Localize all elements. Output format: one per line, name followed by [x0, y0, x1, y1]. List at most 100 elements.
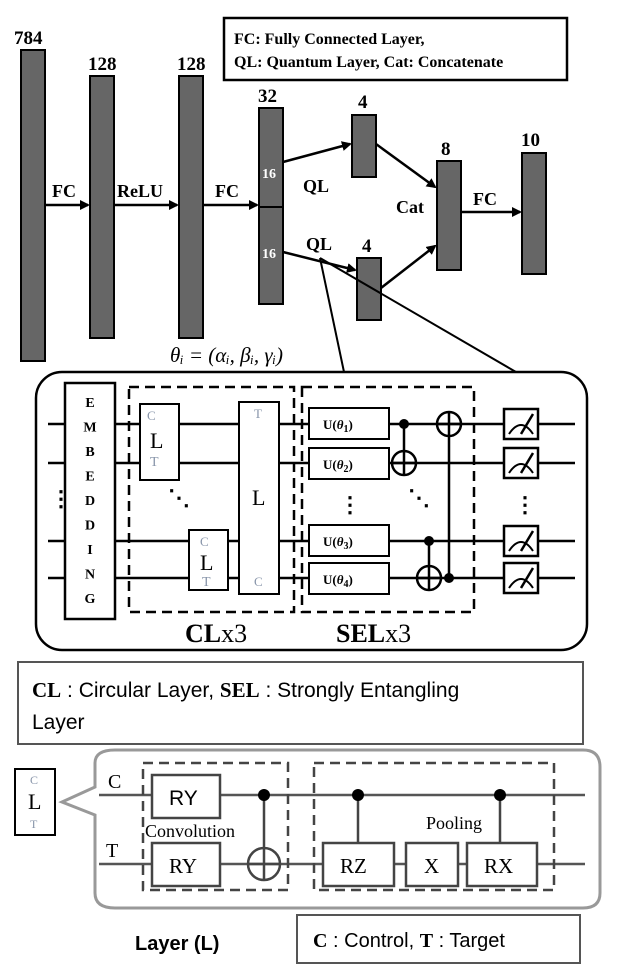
- layer-icon-l: L: [28, 789, 41, 814]
- size-hidden-3: 32: [258, 86, 277, 107]
- label-fc1: FC: [52, 181, 76, 201]
- measurement-icon: [502, 524, 540, 558]
- u-gate-1: [308, 407, 390, 440]
- cl-bottom-l: L: [200, 550, 213, 575]
- u-gate-2: [308, 447, 390, 480]
- arrow-ql1: [282, 141, 352, 164]
- ry-gate-bottom: [150, 841, 222, 888]
- cl-block-top: [139, 403, 180, 481]
- embedding-letter: D: [85, 519, 95, 534]
- layer-caption: Layer (L): [135, 933, 219, 955]
- label-ql2: QL: [306, 234, 332, 254]
- split-label-top: 16: [262, 167, 276, 182]
- cl-top-t: T: [150, 455, 159, 470]
- sel-region: [300, 385, 476, 614]
- cl-bottom-c: C: [200, 534, 209, 549]
- size-quantum-2: 4: [362, 236, 372, 257]
- x-gate: [404, 841, 460, 888]
- control-target-legend: [296, 914, 581, 964]
- cnot-1-control: [399, 419, 409, 429]
- cl-wrap-l: L: [252, 485, 265, 510]
- u-gate-1-label: U(θ1): [323, 417, 353, 435]
- control-wire-label: C: [108, 771, 121, 793]
- cl-region: [127, 385, 296, 614]
- zoom-line-left: [319, 257, 345, 373]
- embedding-letter: M: [83, 421, 96, 436]
- zoom-line-right: [319, 257, 517, 373]
- embedding-letter: N: [85, 568, 95, 583]
- u-gate-3: [308, 524, 390, 557]
- rx-gate: [465, 841, 539, 888]
- size-quantum-1: 4: [358, 92, 368, 113]
- control-target-text: C : Control, T : Target: [313, 930, 505, 952]
- arrow-ql2: [282, 250, 357, 273]
- legend-box: [222, 16, 569, 82]
- size-hidden-2: 128: [177, 54, 206, 75]
- cl-wrap-c: C: [254, 574, 263, 589]
- layer-output: [521, 152, 547, 275]
- target-wire-label: T: [106, 840, 118, 862]
- convolution-region: [141, 761, 290, 892]
- layer-hidden-1: [89, 75, 115, 339]
- layer-icon-box: [14, 768, 56, 836]
- cl-wrap-t: T: [254, 406, 262, 421]
- arrow-cat-bottom: [380, 244, 437, 289]
- measurement-icon: [502, 446, 540, 480]
- label-fc2: FC: [215, 181, 239, 201]
- label-cat: Cat: [396, 197, 424, 217]
- size-hidden-1: 128: [88, 54, 117, 75]
- label-ql1: QL: [303, 176, 329, 196]
- layer-hidden-2: [178, 75, 204, 339]
- layer-input: [20, 49, 46, 362]
- arrow-cat-top: [375, 142, 437, 189]
- measurement-icon: [502, 407, 540, 441]
- u-gate-3-label: U(θ3): [323, 534, 353, 552]
- embedding-letter: D: [85, 494, 95, 509]
- measurement-ellipsis: ⋮: [514, 492, 536, 517]
- embedding-letter: E: [85, 396, 94, 411]
- cl-top-l: L: [150, 428, 163, 453]
- pooling-label: Pooling: [426, 813, 482, 833]
- label-relu: ReLU: [117, 181, 163, 201]
- layer-icon-t: T: [30, 817, 38, 831]
- ry-gate-top-label: RY: [169, 787, 198, 810]
- convolution-label: Convolution: [145, 821, 235, 841]
- embedding-letter: B: [85, 445, 94, 460]
- rx-control-dot: [494, 789, 506, 801]
- conv-cnot-control: [258, 789, 270, 801]
- pooling-region: [312, 761, 556, 892]
- size-output: 10: [521, 130, 540, 151]
- embedding-letter: I: [87, 543, 92, 558]
- sel-gate-ellipsis: ⋮: [339, 492, 361, 517]
- definition-line-2: Layer: [32, 711, 85, 734]
- cnot-4-control: [444, 573, 454, 583]
- cnot-3-control: [424, 536, 434, 546]
- cl-repeat-label: CLx3: [185, 619, 247, 648]
- theta-formula: θᵢ = (αᵢ, βᵢ, γᵢ): [170, 343, 283, 367]
- cl-diagonal-dots: ⋱: [168, 485, 190, 510]
- measurement-icon: [502, 561, 540, 595]
- u-gate-4-label: U(θ4): [323, 572, 353, 590]
- size-input: 784: [14, 28, 43, 49]
- layer-concat: [436, 160, 462, 271]
- layer-quantum-2: [356, 257, 382, 321]
- rx-gate-label: RX: [484, 854, 513, 878]
- cl-block-wrap: [238, 401, 280, 595]
- ry-gate-bottom-label: RY: [169, 854, 197, 878]
- size-concat: 8: [441, 139, 451, 160]
- layer-quantum-1: [351, 114, 377, 178]
- definition-line-1: CL : Circular Layer, SEL : Strongly Enta…: [32, 678, 459, 702]
- label-fc3: FC: [473, 189, 497, 209]
- definition-box: [17, 661, 584, 745]
- cl-bottom-t: T: [202, 575, 211, 590]
- cl-block-bottom: [188, 529, 229, 591]
- sel-repeat-label: SELx3: [336, 619, 411, 648]
- sel-diagonal-dots: ⋱: [408, 485, 430, 510]
- u-gate-4: [308, 562, 390, 595]
- cl-top-c: C: [147, 408, 156, 423]
- rz-control-dot: [352, 789, 364, 801]
- rz-gate: [321, 841, 396, 888]
- split-label-bottom: 16: [262, 247, 276, 262]
- u-gate-2-label: U(θ2): [323, 457, 353, 475]
